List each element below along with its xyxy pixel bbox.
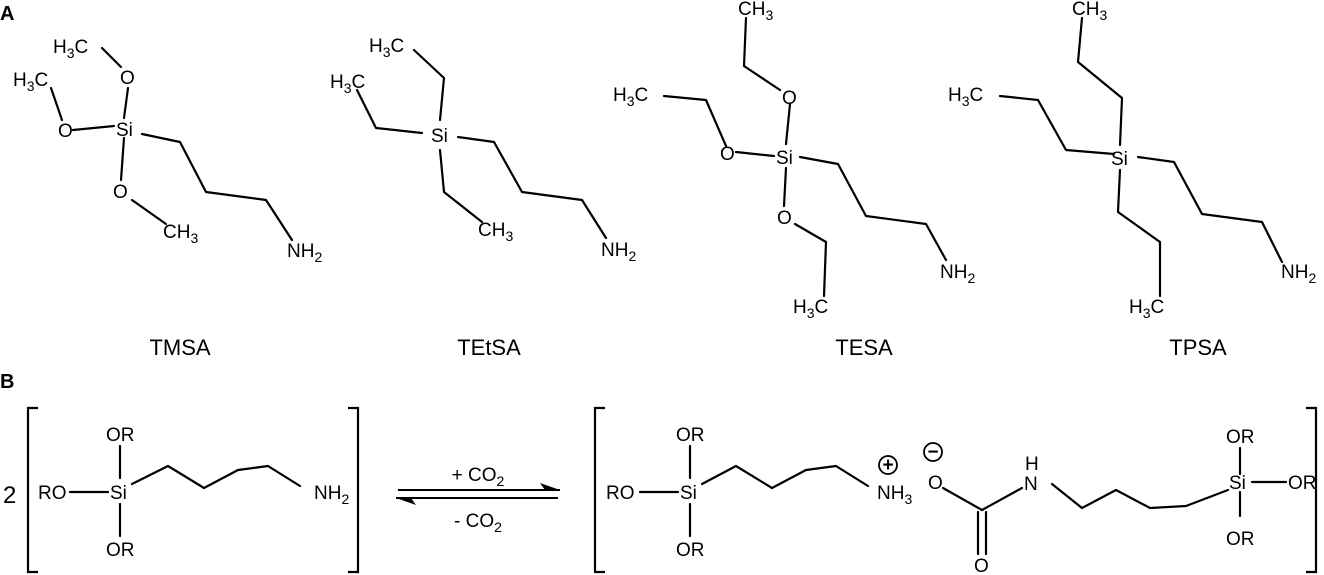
tetsa-ch3: CH3 xyxy=(478,220,513,244)
product-or-top: OR xyxy=(676,425,705,446)
tetsa-h3c-top: H3C xyxy=(369,36,404,60)
product-bracket-left xyxy=(593,406,605,574)
tetsa-h3c-left: H3C xyxy=(330,72,365,96)
tmsa-ch3: CH3 xyxy=(163,222,198,246)
molecule-tesa: CH3 O H3C O Si O H3C NH2 TESA xyxy=(613,0,975,360)
reactant: 2 OR RO Si OR NH2 xyxy=(3,406,360,574)
reactant-nh2: NH2 xyxy=(314,483,349,507)
minus-charge: − xyxy=(923,442,943,463)
tpsa-ch3-top: CH3 xyxy=(1072,0,1107,23)
tmsa-h3c-left: H3C xyxy=(13,70,48,94)
tesa-label: TESA xyxy=(835,335,893,360)
reactant-or-bottom: OR xyxy=(106,540,135,561)
reactant-bracket-left xyxy=(26,406,38,574)
tesa-h3c-left: H3C xyxy=(613,85,648,109)
tmsa-bonds xyxy=(49,46,294,242)
carbamate-n: N xyxy=(1024,474,1038,495)
tmsa-nh2: NH2 xyxy=(287,241,322,265)
product-or-bottom: OR xyxy=(676,540,705,561)
product-si-right: Si xyxy=(1229,473,1246,494)
reactant-bracket-right xyxy=(348,406,360,574)
molecule-tpsa: CH3 H3C Si H3C NH2 TPSA xyxy=(948,0,1316,360)
products: OR RO Si OR NH3 + − O O H N OR Si OR xyxy=(593,406,1318,575)
product-nh3: NH3 xyxy=(877,483,912,507)
tpsa-bonds xyxy=(998,16,1284,298)
tmsa-o-bottom: O xyxy=(113,182,128,203)
carbamate-h: H xyxy=(1025,454,1039,475)
svg-text:+: + xyxy=(882,455,893,476)
forward-label: + CO2 xyxy=(452,465,505,489)
tpsa-h3c-bottom: H3C xyxy=(1129,297,1164,321)
carbamate-o-double: O xyxy=(974,556,989,575)
tesa-bonds xyxy=(662,16,948,298)
tpsa-si: Si xyxy=(1111,149,1128,170)
tetsa-si: Si xyxy=(431,126,448,147)
svg-text:−: − xyxy=(927,442,938,463)
reactant-coefficient: 2 xyxy=(3,482,16,509)
tmsa-h3c-top: H3C xyxy=(53,37,88,61)
tmsa-o-left: O xyxy=(58,121,73,142)
tesa-h3c-bottom: H3C xyxy=(793,297,828,321)
product-or-right-top: OR xyxy=(1226,427,1255,448)
tpsa-nh2: NH2 xyxy=(1281,262,1316,286)
equilibrium-arrows: + CO2 - CO2 xyxy=(396,465,560,535)
ammonium-bonds xyxy=(638,444,870,538)
tesa-nh2: NH2 xyxy=(940,262,975,286)
product-bracket-right xyxy=(1306,406,1318,574)
tpsa-h3c-left: H3C xyxy=(948,85,983,109)
panel-label-a: A xyxy=(0,3,14,25)
reactant-si: Si xyxy=(110,483,127,504)
reactant-ro: RO xyxy=(38,483,67,504)
tesa-ch3-top: CH3 xyxy=(738,0,773,23)
product-or-right: OR xyxy=(1288,473,1317,494)
molecule-tetsa: H3C H3C Si CH3 NH2 TEtSA xyxy=(330,36,636,360)
panel-label-b: B xyxy=(0,371,14,393)
molecule-tmsa: H3C O H3C O Si O CH3 NH2 TMSA xyxy=(13,37,322,360)
tmsa-label: TMSA xyxy=(149,335,210,360)
product-si-left: Si xyxy=(680,483,697,504)
tmsa-o-top: O xyxy=(120,68,135,89)
tesa-o-top: O xyxy=(782,88,797,109)
reactant-or-top: OR xyxy=(106,425,135,446)
reactant-bonds xyxy=(68,444,302,538)
tetsa-label: TEtSA xyxy=(457,335,521,360)
plus-charge: + xyxy=(878,455,898,476)
tesa-o-left: O xyxy=(720,144,735,165)
tpsa-label: TPSA xyxy=(1169,335,1227,360)
tesa-o-bottom: O xyxy=(777,208,792,229)
tetsa-nh2: NH2 xyxy=(601,240,636,264)
product-or-right-bottom: OR xyxy=(1226,529,1255,550)
carbamate-bonds xyxy=(941,446,1288,556)
tetsa-bonds xyxy=(355,48,608,240)
reverse-label: - CO2 xyxy=(454,511,502,535)
tmsa-si: Si xyxy=(116,120,133,141)
product-ro: RO xyxy=(606,483,635,504)
carbamate-o-minus: O xyxy=(928,473,943,494)
tesa-si: Si xyxy=(776,148,793,169)
